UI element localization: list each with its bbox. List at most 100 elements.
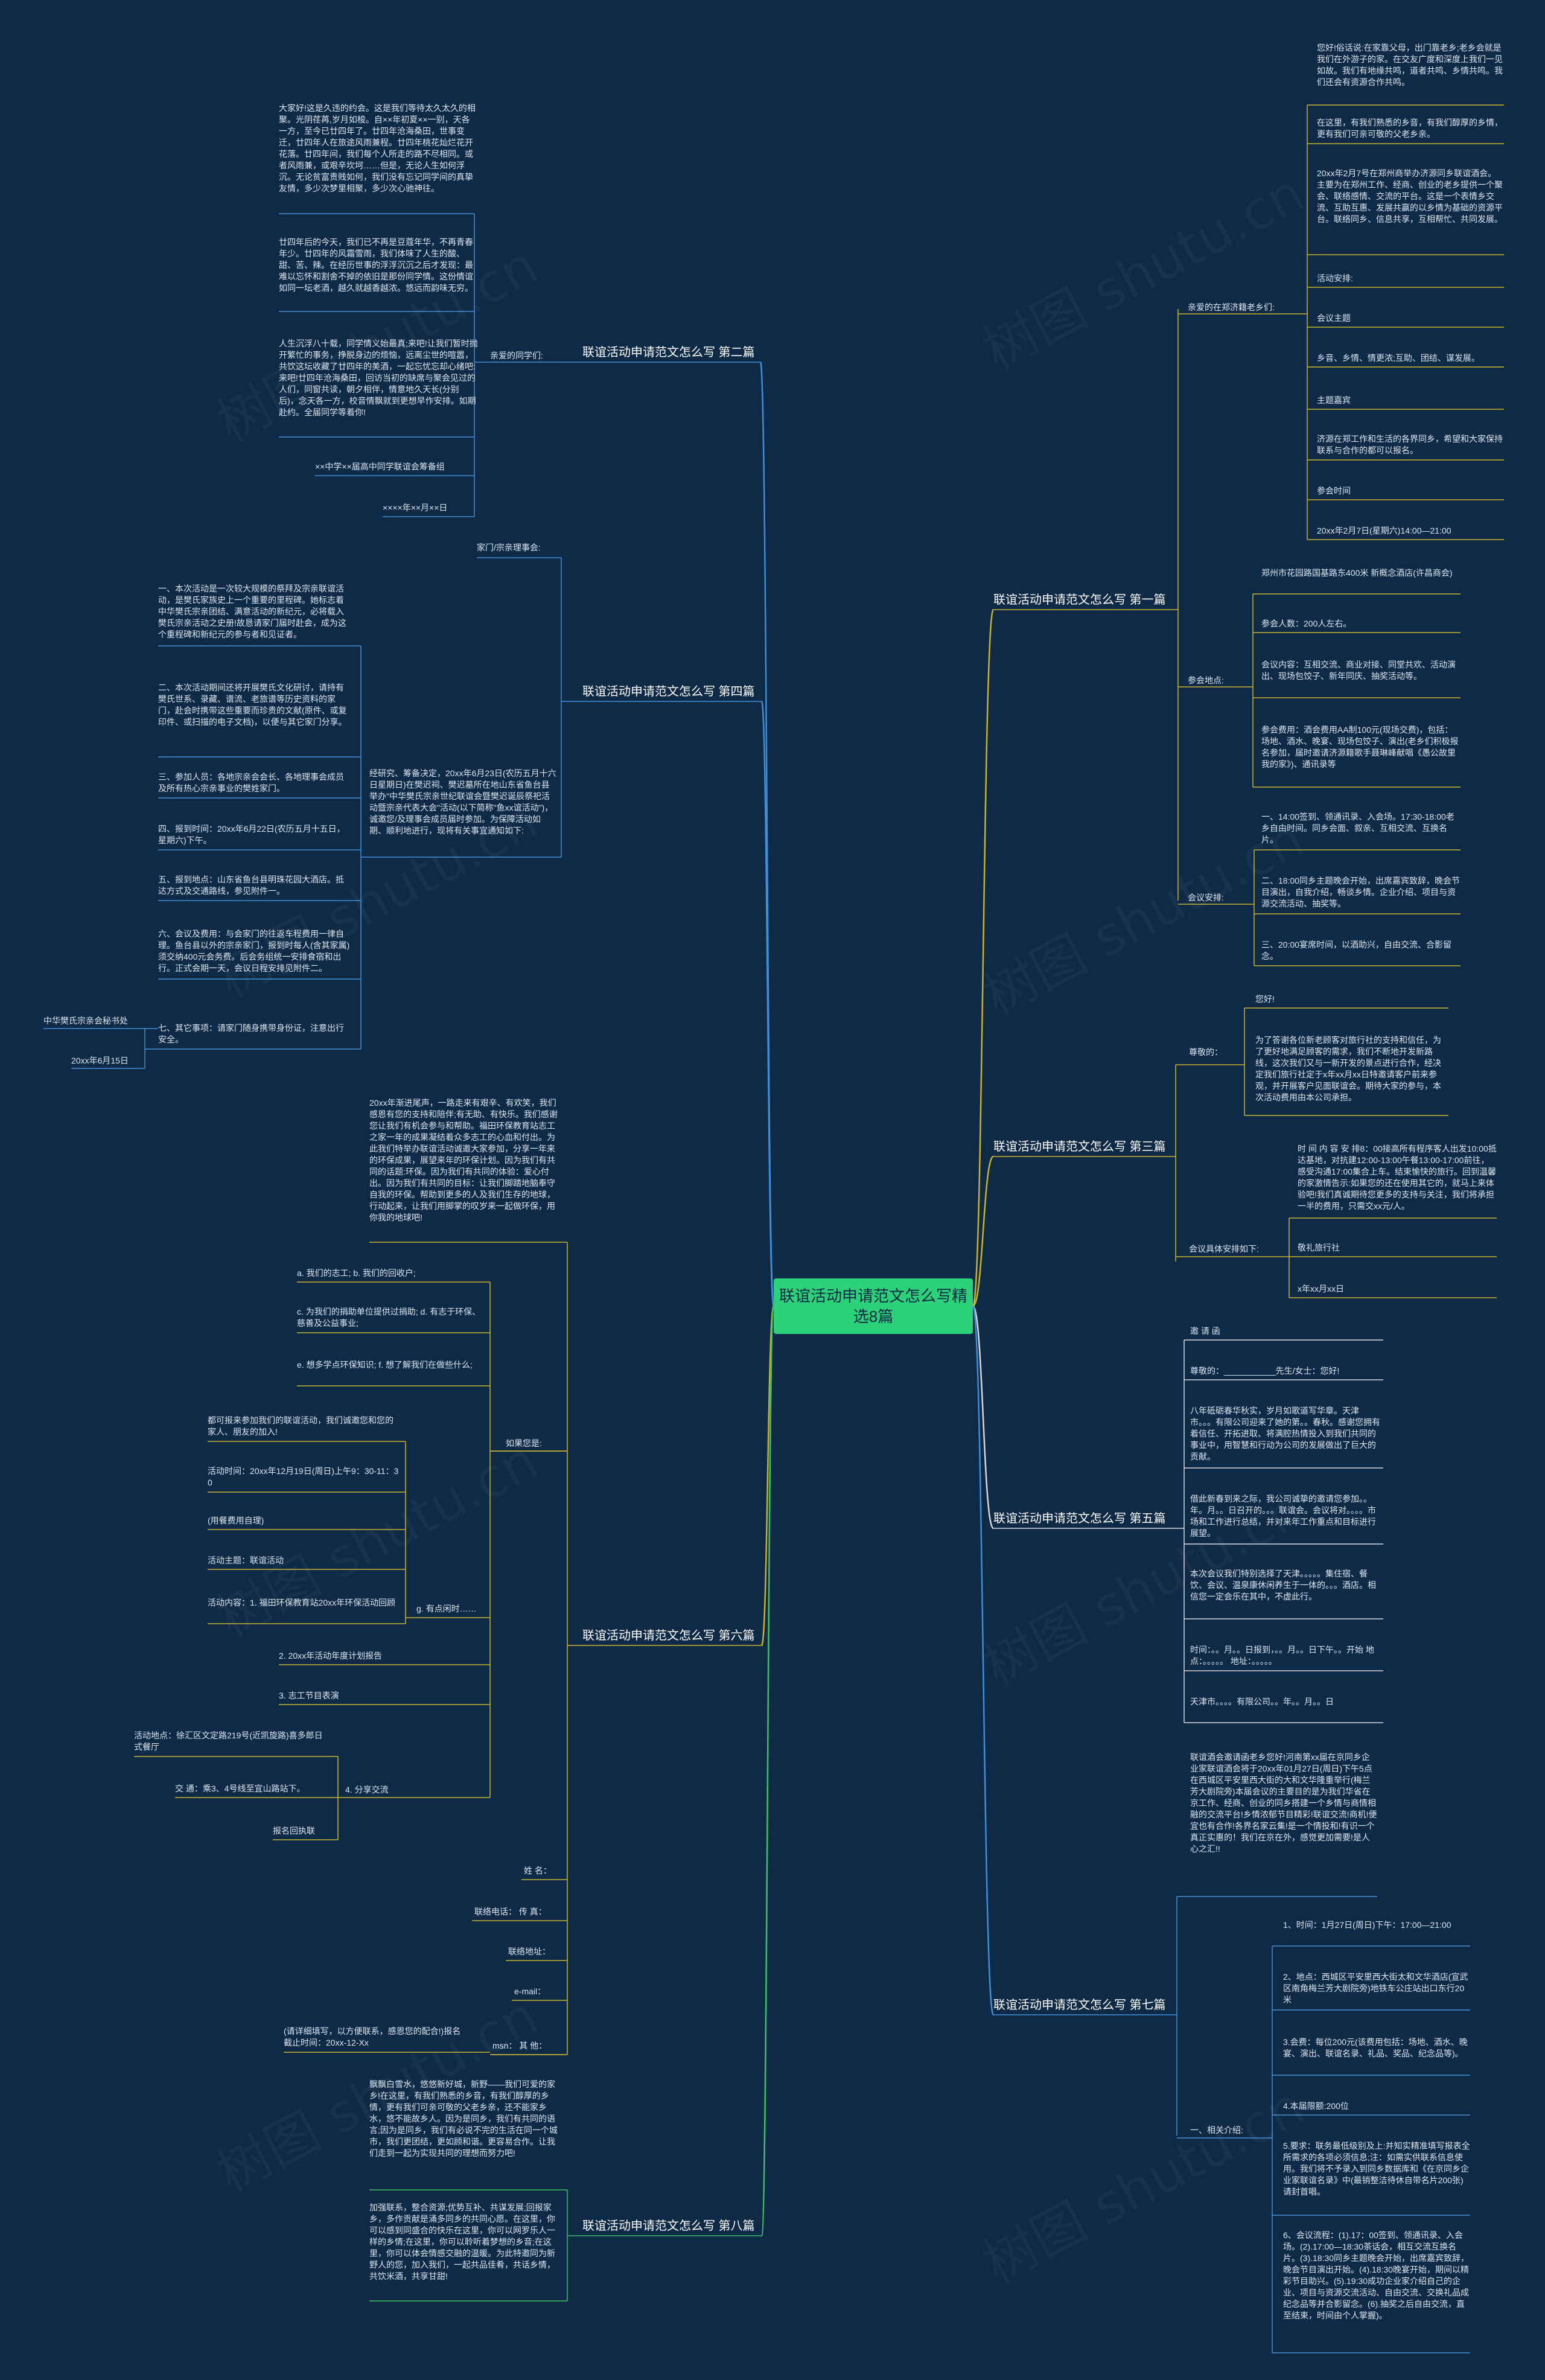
topic-text[interactable]: ××××年××月××日 <box>383 503 448 512</box>
topic-text[interactable]: 4.本届限额:200位 <box>1283 2101 1349 2111</box>
topic-text[interactable]: 时 间 内 容 安 排8：00接高所有程序客人出发10:00抵达基地，对抗建12… <box>1298 1144 1497 1211</box>
branch-title-3[interactable]: 联谊活动申请范文怎么写 第三篇 <box>993 1140 1166 1153</box>
topic-text[interactable]: 联谊酒会邀请函老乡您好!河南第xx届在京同乡企业家联谊酒会将于20xx年01月2… <box>1190 1752 1377 1854</box>
topic-text[interactable]: 三、参加人员：各地宗亲会会长、各地理事会成员及所有热心宗亲事业的樊姓家门。 <box>158 772 344 793</box>
topic-text[interactable]: 邀 请 函 <box>1190 1326 1220 1336</box>
connector-curve <box>972 1155 995 1307</box>
subtopic-label[interactable]: 亲爱的在郑济籍老乡们: <box>1188 302 1275 312</box>
topic-text[interactable]: 八年砥砺春华秋实，岁月如歌道写华章。天津市。。。有限公司迎来了她的第。。春秋。感… <box>1190 1406 1380 1461</box>
topic-text[interactable]: 三、20:00宴席时间，以酒助兴，自由交流、合影留念。 <box>1261 940 1452 961</box>
topic-text[interactable]: 在这里，有我们熟悉的乡音，有我们醇厚的乡情，更有我们可亲可敬的父老乡亲。 <box>1317 118 1503 139</box>
topic-text[interactable]: 交 通：乘3、4号线至宜山路站下。 <box>175 1784 305 1793</box>
topic-text[interactable]: 郑州市花园路国基路东400米 新概念酒店(许昌商会) <box>1261 568 1453 578</box>
subtopic-label[interactable]: 参会地点: <box>1188 675 1224 685</box>
topic-text[interactable]: 六、会议及费用：与会家门的往返车程费用一律自理。鱼台县以外的宗亲家门，报到时每人… <box>158 929 350 973</box>
topic-text[interactable]: 1、时间：1月27日(周日)下午：17:00—21:00 <box>1283 1920 1451 1930</box>
topic-text[interactable]: x年xx月xx日 <box>1298 1284 1344 1294</box>
topic-text[interactable]: 3.会费：每位200元(该费用包括：场地、酒水、晚宴、演出、联谊名录、礼品、奖品… <box>1283 2037 1468 2058</box>
topic-text[interactable]: 一、本次活动是一次较大规模的祭拜及宗亲联谊活动，是樊氏家族史上一个重要的里程碑。… <box>158 584 346 639</box>
connector-curve <box>760 700 775 1307</box>
topic-text[interactable]: 活动时间：20xx年12月19日(周日)上午9：30-11：30 <box>208 1466 399 1487</box>
subtopic-label[interactable]: 尊敬的： <box>1189 1047 1223 1057</box>
topic-text[interactable]: 二、本次活动期间还将开展樊氏文化研讨，请持有樊氏世系、录藏、谱流、老旅谱等历史资… <box>158 683 347 727</box>
branch-title-7[interactable]: 联谊活动申请范文怎么写 第七篇 <box>993 1999 1166 2012</box>
topic-text[interactable]: 经研究、筹备决定，20xx年6月23日(农历五月十六日星期日)在樊迟祠、樊迟墓所… <box>369 768 556 835</box>
form-field-label[interactable]: msn： 其 他： <box>492 2041 547 2050</box>
topic-text[interactable]: 20xx年2月7号在郑州商举办济源同乡联谊酒会。主要为在郑州工作、经商、创业的老… <box>1317 168 1503 224</box>
topic-text[interactable]: 借此新春到来之际，我公司诚挚的邀请您参加。。年。月。。日召开的。。。联谊会。会议… <box>1190 1494 1376 1538</box>
topic-text[interactable]: 为了答谢各位新老顾客对旅行社的支持和信任，为了更好地满足顾客的需求，我们不断地开… <box>1255 1035 1441 1102</box>
topic-text[interactable]: 20xx年6月15日 <box>71 1056 129 1065</box>
subtopic-label[interactable]: 亲爱的同学们: <box>490 351 543 360</box>
form-field-label[interactable]: e-mail： <box>514 1986 546 1996</box>
branch-title-2[interactable]: 联谊活动申请范文怎么写 第二篇 <box>582 346 755 359</box>
root-title: 联谊活动申请范文怎么写精选8篇 <box>779 1287 967 1326</box>
topic-text[interactable]: (请详细填写，以方便联系，感恩您的配合!)报名截止时间：20xx-12-Xx <box>284 2026 461 2047</box>
topic-text[interactable]: 主题嘉宾 <box>1317 395 1351 405</box>
topic-text[interactable]: 七、其它事项：请家门随身携带身份证，注意出行安全。 <box>158 1023 344 1044</box>
topic-text[interactable]: 本次会议我们特别选择了天津。。。。。集住宿、餐饮、会议、温泉康休闲养生于一体的。… <box>1190 1569 1376 1601</box>
connector-curve <box>760 1305 775 2237</box>
topic-text[interactable]: 四、报到时间：20xx年6月22日(农历五月十五日，星期六)下午。 <box>158 824 345 845</box>
topic-text[interactable]: 五、报到地点：山东省鱼台县明珠花园大酒店。抵达方式及交通路线，参见附件一。 <box>158 875 344 896</box>
topic-text[interactable]: 乡音、乡情、情更浓;互助、团结、谋发展。 <box>1317 353 1480 363</box>
subtopic-label[interactable]: g. 有点闲时…… <box>416 1604 477 1613</box>
subtopic-label[interactable]: 会议安排: <box>1188 893 1224 902</box>
topic-text[interactable]: 活动内容：1. 福田环保教育站20xx年环保活动回顾 <box>208 1598 396 1607</box>
topic-text[interactable]: 济源在郑工作和生活的各界同乡，希望和大家保持联系与合作的都可以报名。 <box>1317 434 1503 455</box>
topic-text[interactable]: 6、会议流程：(1).17：00签到、领通讯录、入会场。(2).17:00—18… <box>1283 2230 1470 2320</box>
topic-text[interactable]: 天津市。。。。有限公司。。年。。月。。日 <box>1190 1697 1334 1706</box>
subtopic-label[interactable]: 家门/宗亲理事会: <box>477 543 541 552</box>
topic-text[interactable]: 参会时间 <box>1317 486 1351 496</box>
subtopic-label[interactable]: 4. 分享交流 <box>345 1785 389 1795</box>
topic-text[interactable]: 加强联系，整合资源;优势互补、共谋发展;回报家乡，多作贡献是涌多同乡的共同心愿。… <box>369 2203 555 2281</box>
topic-text[interactable]: 都可报来参加我们的联谊活动，我们诚邀您和您的家人、朋友的加入! <box>208 1415 393 1437</box>
topic-text[interactable]: 5.要求：联务最低级别及上:并知实精准填写报表全所需求的各项必须信息;注：如需实… <box>1283 2141 1470 2197</box>
topic-text[interactable]: 尊敬的：___________先生/女士：您好! <box>1190 1366 1340 1376</box>
form-field-label[interactable]: 联络地址： <box>508 1947 550 1956</box>
topic-text[interactable]: 20xx年2月7日(星期六)14:00—21:00 <box>1317 526 1451 535</box>
topic-text[interactable]: 参会费用：酒会费用AA制100元(现场交费)，包括：场地、酒水、晚宴、现场包饺子… <box>1261 725 1459 769</box>
topic-text[interactable]: 活动安排: <box>1317 273 1353 283</box>
connector-curve <box>972 1305 995 1530</box>
topic-text[interactable]: 活动地点：徐汇区文定路219号(近凯旋路)喜多郎日式餐厅 <box>134 1731 323 1752</box>
topic-text[interactable]: 敬礼旅行社 <box>1298 1243 1340 1252</box>
topic-text[interactable]: 2. 20xx年活动年度计划报告 <box>279 1651 383 1661</box>
subtopic-label[interactable]: 会议具体安排如下: <box>1189 1244 1259 1254</box>
topic-text[interactable]: 人生沉浮八十载，同学情义始最真;来吧!让我们暂时抛开繁忙的事务，挣脱身边的烦恼，… <box>279 339 478 417</box>
branch-title-1[interactable]: 联谊活动申请范文怎么写 第一篇 <box>993 593 1166 607</box>
subtopic-label[interactable]: 如果您是: <box>506 1438 542 1448</box>
branch-title-4[interactable]: 联谊活动申请范文怎么写 第四篇 <box>582 685 755 698</box>
topic-text[interactable]: 廿四年后的今天，我们已不再是豆蔻年华，不再青春年少。廿四年的风霜雪雨，我们体味了… <box>279 237 473 293</box>
branch-title-8[interactable]: 联谊活动申请范文怎么写 第八篇 <box>582 2219 755 2233</box>
root-topic[interactable]: 联谊活动申请范文怎么写精选8篇 <box>774 1278 973 1334</box>
topic-text[interactable]: 2、地点：西城区平安里西大街太和文华酒店(宣武区南角梅兰芳大剧院旁)地铁车公庄站… <box>1283 1972 1468 2005</box>
topic-text[interactable]: 一、14:00签到、领通讯录、入会场。17:30-18:00老乡自由时间。同乡会… <box>1261 812 1454 844</box>
topic-text[interactable]: e. 想多学点环保知识; f. 想了解我们在做些什么; <box>297 1360 473 1370</box>
topic-text[interactable]: 飘飘白雪水，悠悠新好城，新野——我们可爱的家乡!在这里，有我们熟悉的乡音，有我们… <box>369 2079 558 2158</box>
topic-text[interactable]: a. 我们的志工; b. 我们的回收户; <box>297 1268 416 1278</box>
topic-text[interactable]: 中华樊氏宗亲会秘书处 <box>43 1016 128 1026</box>
topic-text[interactable]: ××中学××届高中同学联谊会筹备组 <box>315 462 445 471</box>
topic-text[interactable]: c. 为我们的捐助单位提供过捐助; d. 有志于环保、慈善及公益事业; <box>297 1307 481 1328</box>
topic-text[interactable]: 20xx年渐进尾声，一路走来有艰辛、有欢笑，我们感恩有您的支持和陪伴;有无助、有… <box>369 1098 558 1222</box>
form-field-label[interactable]: 姓 名： <box>524 1866 552 1875</box>
topic-text[interactable]: 3. 志工节目表演 <box>279 1691 339 1700</box>
topic-text[interactable]: 活动主题：联谊活动 <box>208 1555 284 1565</box>
form-field-label[interactable]: 联络电话： 传 真： <box>474 1907 547 1916</box>
branch-title-5[interactable]: 联谊活动申请范文怎么写 第五篇 <box>993 1512 1166 1525</box>
topic-text[interactable]: 报名回执联 <box>273 1826 315 1836</box>
topic-text[interactable]: 二、18:00同乡主题晚会开始，出席嘉宾致辞，晚会节目演出，自我介绍，畅谈乡情。… <box>1261 876 1461 908</box>
topic-text[interactable]: 大家好!这是久违的约会。这是我们等待太久太久的相聚。光阴荏苒,岁月如梭。自××年… <box>279 103 476 193</box>
topic-text[interactable]: 会议内容：互相交流、商业对接、同堂共欢、活动演出、现场包饺子、新年同庆、抽奖活动… <box>1261 660 1456 681</box>
topic-text[interactable]: 您好!俗话说:在家靠父母，出门靠老乡;老乡会就是我们在外游子的家。在交友广度和深… <box>1317 43 1503 87</box>
topic-text[interactable]: 会议主题 <box>1317 313 1351 323</box>
subtopic-label[interactable]: 一、相关介绍: <box>1190 2125 1243 2135</box>
topic-text[interactable]: 时间：。。月。。日报到，。。月。。日下午。。开始 地点：。。。。。 地址：。。。… <box>1190 1645 1374 1666</box>
connector-curve <box>760 1305 775 1647</box>
branch-title-6[interactable]: 联谊活动申请范文怎么写 第六篇 <box>582 1629 755 1642</box>
topic-text[interactable]: (用餐费用自理) <box>208 1516 264 1525</box>
topic-text[interactable]: 参会人数：200人左右。 <box>1261 619 1352 628</box>
topic-text[interactable]: 您好! <box>1255 994 1275 1004</box>
